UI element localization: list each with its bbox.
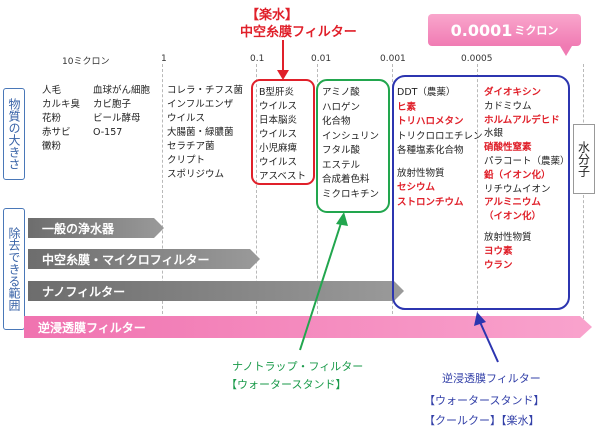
list-item: ウイルス xyxy=(259,157,298,168)
list-item: 血球がん細胞 xyxy=(93,85,151,96)
list-item: ホルムアルデヒド xyxy=(484,114,560,126)
reverse-osmosis-label: 逆浸透膜フィルター xyxy=(442,372,541,385)
list-item: 花粉 xyxy=(42,113,62,124)
list-item: カビ胞子 xyxy=(93,99,132,110)
grid-line xyxy=(317,64,318,319)
callout-raku-subtitle: 中空糸膜フィルター xyxy=(240,25,357,40)
list-item: パラコート（農薬） xyxy=(484,155,570,167)
list-item: 小児麻痺 xyxy=(259,143,298,154)
list-item: アルミニウム xyxy=(484,197,541,209)
list-item: トリハロメタン xyxy=(397,116,464,127)
column-10um: 人毛 カルキ臭 花粉 赤サビ 黴粉 xyxy=(42,84,80,154)
list-item: ヒ素 xyxy=(397,101,417,113)
scale-tick-10um: 10ミクロン xyxy=(62,57,110,67)
column-0001um-a: DDT（農薬） ヒ素 トリハロメタン トリクロロエチレン 各種塩素化合物 放射性… xyxy=(397,86,483,210)
list-item: 日本脳炎 xyxy=(259,115,298,126)
list-item: 水銀 xyxy=(484,128,504,140)
list-item: ダイオキシン xyxy=(484,87,542,98)
list-item: フタル酸 xyxy=(322,145,361,156)
reverse-osmosis-brand1: 【ウォータースタンド】 xyxy=(424,394,545,407)
list-item: ハロゲン xyxy=(322,101,361,113)
size-badge-unit: ミクロン xyxy=(514,24,559,37)
list-item xyxy=(484,224,570,231)
list-item: ウイルス xyxy=(259,101,298,112)
list-item: ウイルス xyxy=(167,113,206,124)
list-item: カルキ臭 xyxy=(42,99,81,110)
bar-reverse-osmosis: 逆浸透膜フィルター xyxy=(24,316,592,338)
list-item: 鉛（イオン化） xyxy=(484,169,551,181)
list-item: セシウム xyxy=(397,182,436,193)
list-item: インフルエンザ xyxy=(167,99,234,110)
list-item: エステル xyxy=(322,159,361,171)
list-item: カドミウム xyxy=(484,100,532,112)
column-01um: コレラ・チフス菌 インフルエンザ ウイルス 大腸菌・緑膿菌 セラチア菌 クリプト… xyxy=(167,84,243,182)
grid-line xyxy=(162,64,163,319)
list-item: 黴粉 xyxy=(42,141,62,152)
column-0001um-b: ダイオキシン カドミウム ホルムアルデヒド 水銀 硝酸性窒素 パラコート（農薬）… xyxy=(484,86,570,272)
red-arrow-head xyxy=(277,70,289,80)
list-item: ウラン xyxy=(484,259,513,271)
list-item: コレラ・チフス菌 xyxy=(167,85,244,96)
list-item: 合成着色料 xyxy=(322,174,370,185)
nano-trap-brand: 【ウォータースタンド】 xyxy=(226,378,347,391)
scale-tick-1: 1 xyxy=(161,54,167,64)
size-badge-pointer xyxy=(560,46,572,56)
list-item: ストロンチウム xyxy=(397,196,464,208)
list-item: アミノ酸 xyxy=(322,87,360,98)
bar-nano-filter: ナノフィルター xyxy=(28,281,404,301)
list-item: トリクロロエチレン xyxy=(397,130,483,142)
list-item: スポリジウム xyxy=(167,169,225,180)
list-item: B型肝炎 xyxy=(259,87,295,98)
list-item: 放射性物質 xyxy=(397,167,445,179)
list-item: 放射性物質 xyxy=(484,231,532,243)
size-badge-value: 0.0001 xyxy=(450,20,513,40)
list-item: DDT（農薬） xyxy=(397,87,456,98)
list-item: （イオン化） xyxy=(484,211,542,223)
bar-general-purifier: 一般の浄水器 xyxy=(28,218,164,238)
green-arrow-head xyxy=(336,212,348,226)
reverse-osmosis-brand2: 【クールクー】【楽水】 xyxy=(424,414,540,427)
side-label-size: 物質の大きさ xyxy=(3,88,25,180)
list-item: ヨウ素 xyxy=(484,245,513,257)
list-item: ビール酵母 xyxy=(93,113,141,124)
column-001um: アミノ酸 ハロゲン 化合物 インシュリン フタル酸 エステル 合成着色料 ミクロ… xyxy=(322,86,379,202)
grid-line xyxy=(256,64,257,319)
scale-tick-00005: 0.0005 xyxy=(461,54,493,64)
list-item: セラチア菌 xyxy=(167,141,215,152)
list-item: ウイルス xyxy=(259,129,298,140)
list-item xyxy=(397,159,483,167)
column-1um: 血球がん細胞 カビ胞子 ビール酵母 O-157 xyxy=(93,84,150,140)
list-item: インシュリン xyxy=(322,130,380,142)
list-item: O-157 xyxy=(93,127,123,138)
water-molecule-label: 水分子 xyxy=(573,124,595,194)
scale-tick-0001: 0.001 xyxy=(380,54,406,64)
list-item: 人毛 xyxy=(42,85,62,96)
scale-tick-01: 0.1 xyxy=(250,54,265,64)
list-item: クリプト xyxy=(167,155,206,166)
size-badge: 0.0001 ミクロン xyxy=(428,14,581,46)
list-item: 大腸菌・緑膿菌 xyxy=(167,127,234,138)
callout-raku-title: 【楽水】 xyxy=(246,8,299,23)
nano-trap-label: ナノトラップ・フィルター xyxy=(232,360,364,373)
list-item: アスベスト xyxy=(259,171,307,182)
list-item: 化合物 xyxy=(322,116,351,127)
grid-line xyxy=(392,64,393,319)
list-item: 各種塩素化合物 xyxy=(397,145,464,156)
list-item: 赤サビ xyxy=(42,127,71,138)
column-virus: B型肝炎 ウイルス 日本脳炎 ウイルス 小児麻痺 ウイルス アスベスト xyxy=(259,86,306,184)
list-item: リチウムイオン xyxy=(484,183,551,195)
bar-hollow-fiber: 中空糸膜・マイクロフィルター xyxy=(28,249,260,269)
side-label-range: 除去できる範囲 xyxy=(3,208,25,330)
list-item: ミクロキチン xyxy=(322,188,380,200)
scale-tick-001: 0.01 xyxy=(311,54,332,64)
list-item: 硝酸性窒素 xyxy=(484,142,532,154)
